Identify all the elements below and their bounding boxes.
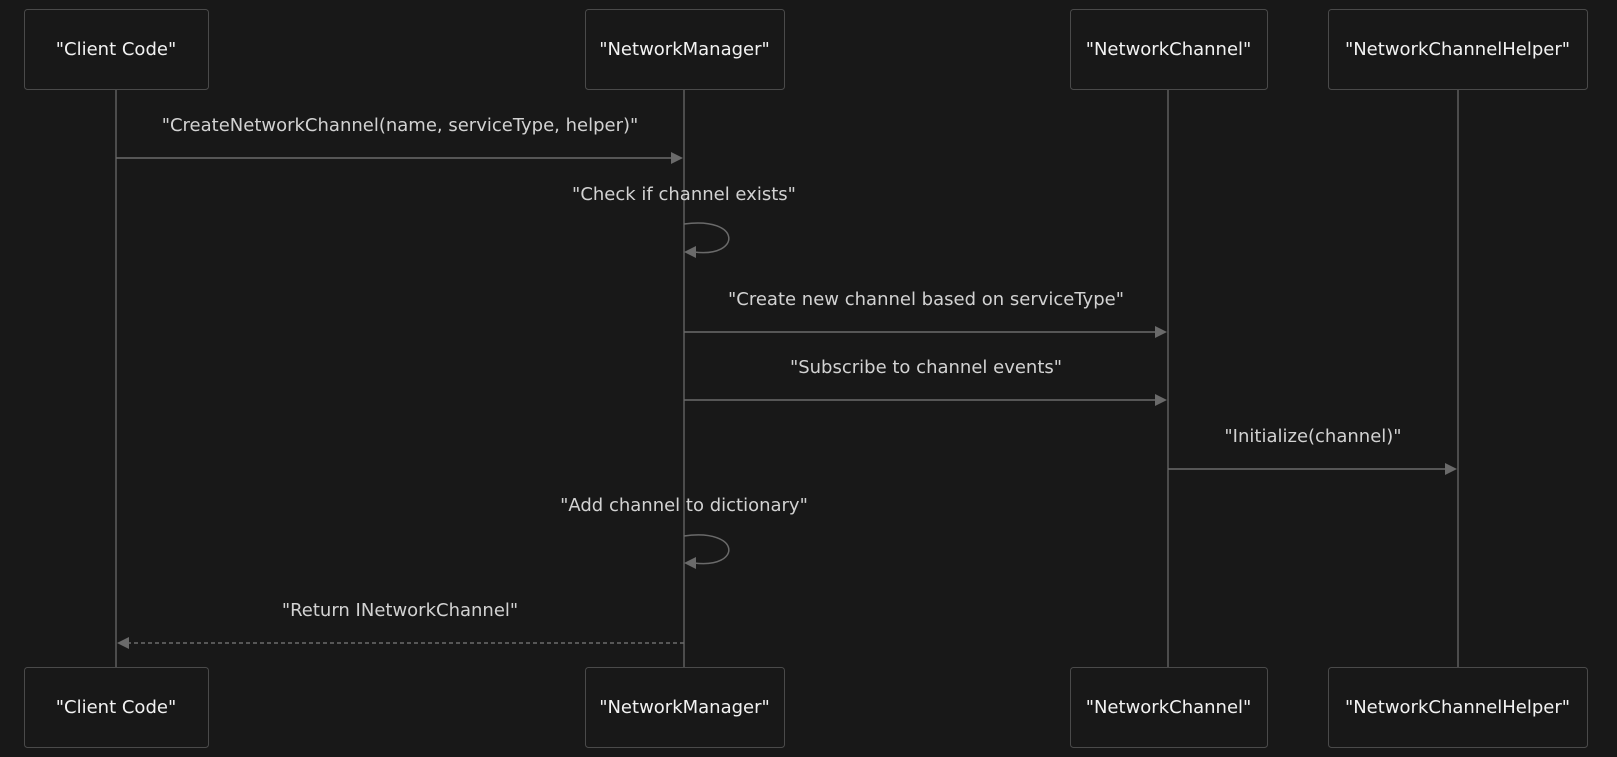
message-2: "Check if channel exists": [572, 184, 796, 258]
actor-helper-top: "NetworkChannelHelper": [1328, 9, 1588, 90]
self-loop-line: [683, 534, 730, 565]
actor-box: [1328, 667, 1588, 748]
arrowhead: [117, 637, 129, 649]
message-label: "Subscribe to channel events": [790, 357, 1062, 378]
message-label: "Return INetworkChannel": [282, 600, 518, 621]
message-4: "Subscribe to channel events": [684, 357, 1167, 406]
messages: "CreateNetworkChannel(name, serviceType,…: [116, 115, 1457, 649]
actors: "Client Code" "Client Code" "NetworkManage…: [24, 9, 1588, 748]
actor-label: "NetworkChannel": [1086, 39, 1252, 60]
actor-manager-top: "NetworkManager": [585, 9, 785, 90]
actor-label: "NetworkChannelHelper": [1345, 39, 1570, 60]
arrowhead: [1155, 394, 1167, 406]
arrowhead: [671, 152, 683, 164]
message-label: "CreateNetworkChannel(name, serviceType,…: [162, 115, 639, 136]
actor-manager-bottom: "NetworkManager": [585, 667, 785, 748]
arrowhead: [1445, 463, 1457, 475]
actor-box: [1328, 9, 1588, 90]
actor-box: [24, 667, 209, 748]
arrowhead: [1155, 326, 1167, 338]
message-label: "Check if channel exists": [572, 184, 796, 205]
actor-box: [585, 9, 785, 90]
self-loop-line: [683, 222, 730, 254]
actor-label: "NetworkManager": [599, 697, 770, 718]
actor-box: [585, 667, 785, 748]
actor-client-bottom: "Client Code": [24, 667, 209, 748]
actor-label: "NetworkChannelHelper": [1345, 697, 1570, 718]
message-3: "Create new channel based on serviceType…: [684, 289, 1167, 338]
message-7: "Return INetworkChannel": [117, 600, 684, 649]
message-label: "Add channel to dictionary": [560, 495, 808, 516]
actor-label: "Client Code": [56, 697, 176, 718]
lifelines: [115, 89, 1459, 667]
actor-label: "NetworkChannel": [1086, 697, 1252, 718]
actor-box: [1070, 667, 1268, 748]
message-label: "Initialize(channel)": [1224, 426, 1401, 447]
actor-client-top: "Client Code": [24, 9, 209, 90]
message-5: "Initialize(channel)": [1168, 426, 1457, 475]
message-6: "Add channel to dictionary": [560, 495, 808, 569]
actor-label: "NetworkManager": [599, 39, 770, 60]
actor-channel-bottom: "NetworkChannel": [1070, 667, 1268, 748]
actor-channel-top: "NetworkChannel": [1070, 9, 1268, 90]
arrowhead: [684, 557, 696, 569]
actor-box: [1070, 9, 1268, 90]
actor-box: [24, 9, 209, 90]
arrowhead: [684, 246, 696, 258]
message-1: "CreateNetworkChannel(name, serviceType,…: [116, 115, 683, 164]
message-label: "Create new channel based on serviceType…: [728, 289, 1124, 310]
actor-helper-bottom: "NetworkChannelHelper": [1328, 667, 1588, 748]
actor-label: "Client Code": [56, 39, 176, 60]
